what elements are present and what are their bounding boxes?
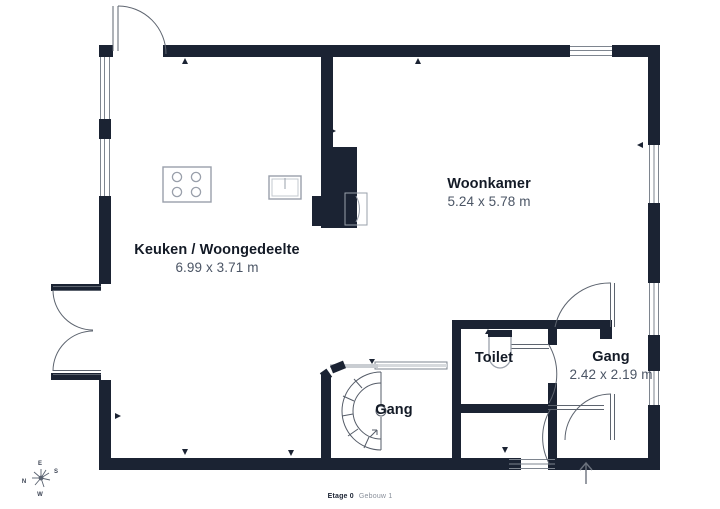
wall-left-top-seg <box>99 45 111 57</box>
wall-bumpout-bottom <box>51 373 101 380</box>
wall-toilet-bottom <box>452 404 552 413</box>
wall-toilet-top <box>452 320 557 329</box>
door-arc-alcove <box>355 195 360 223</box>
wall-bottom-left <box>99 458 509 470</box>
room-label-keuken: Keuken / Woongedeelte 6.99 x 3.71 m <box>134 242 299 277</box>
stair-direction-arrow <box>369 429 378 438</box>
toilet-icon <box>488 330 512 369</box>
wall-top-main <box>163 45 570 57</box>
wall-toilet-right-lower <box>548 383 557 413</box>
footer-building-label: Gebouw 1 <box>358 493 393 500</box>
room-name-gang-entree: Gang <box>592 349 630 365</box>
door-alcove <box>344 192 368 226</box>
wall-right-upper <box>648 45 660 145</box>
compass-label-west: W <box>37 492 43 498</box>
room-label-gang-trap: Gang <box>375 402 412 419</box>
room-name-woonkamer: Woonkamer <box>447 176 531 192</box>
wall-left-seg-mid <box>99 196 111 284</box>
door-arc-left-lower <box>52 330 94 372</box>
wall-right-lower <box>648 335 660 371</box>
spiral-staircase-icon <box>341 371 387 451</box>
door-left-double <box>52 286 101 375</box>
door-arc-toilet <box>548 344 558 404</box>
room-label-woonkamer: Woonkamer 5.24 x 5.78 m <box>447 176 531 211</box>
wall-stairhall-left <box>321 375 331 465</box>
window-group <box>100 46 659 469</box>
stair-post <box>319 360 346 382</box>
stair-inner-arc <box>352 382 382 440</box>
wall-bottom-right <box>555 458 660 470</box>
stair-newel <box>375 405 387 417</box>
compass-label-south: S <box>54 469 58 475</box>
wall-right-bottom <box>648 405 660 470</box>
wall-group <box>51 45 660 470</box>
wall-chimney-base <box>321 222 357 228</box>
door-arc-gang-lower-left <box>542 409 551 466</box>
room-dims-woonkamer: 5.24 x 5.78 m <box>447 194 531 209</box>
door-gang-lower-left <box>542 405 604 466</box>
wall-bumpout-top <box>51 284 101 291</box>
wall-chimney-foot <box>312 196 332 226</box>
wall-left-seg-lower <box>99 380 111 470</box>
room-dims-gang-entree: 2.42 x 2.19 m <box>569 367 653 382</box>
measurement-ticks <box>115 58 643 456</box>
door-arc-gang-upper <box>554 282 612 328</box>
room-name-keuken: Keuken / Woongedeelte <box>134 242 300 258</box>
wall-left-window-jamb-1 <box>99 119 111 139</box>
compass-label-north: N <box>22 479 26 485</box>
stove-icon <box>162 166 212 203</box>
entrance-arrow-icon <box>579 461 593 484</box>
door-gang-lower-right <box>564 393 615 441</box>
door-arc-top-left <box>117 5 167 55</box>
compass-rose: E S N W <box>22 461 58 498</box>
door-group <box>52 5 615 466</box>
wall-gang-top <box>556 320 612 329</box>
wall-toilet-right-upper <box>548 329 557 345</box>
room-name-toilet: Toilet <box>474 350 514 366</box>
wall-toilet-left <box>452 320 461 470</box>
sink-icon <box>268 175 302 200</box>
door-gang-upper <box>554 282 615 328</box>
compass-label-east: E <box>38 461 42 467</box>
door-top-left <box>112 5 167 55</box>
room-label-gang-entree: Gang 2.42 x 2.19 m <box>569 349 652 384</box>
wall-toilet-right-bottom <box>548 413 557 470</box>
room-dims-keuken: 6.99 x 3.71 m <box>175 260 259 275</box>
door-arc-gang-lower-right <box>564 393 612 441</box>
room-label-toilet: Toilet <box>475 350 513 367</box>
wall-right-mid <box>648 203 660 283</box>
door-alcove-frame <box>344 192 368 226</box>
door-arc-left-upper <box>52 289 94 331</box>
footer-caption: Etage 0 Gebouw 1 <box>328 493 393 500</box>
room-name-gang-trap: Gang <box>375 402 413 418</box>
footer-floor-label: Etage 0 <box>327 493 354 500</box>
stair-railing <box>330 361 448 370</box>
